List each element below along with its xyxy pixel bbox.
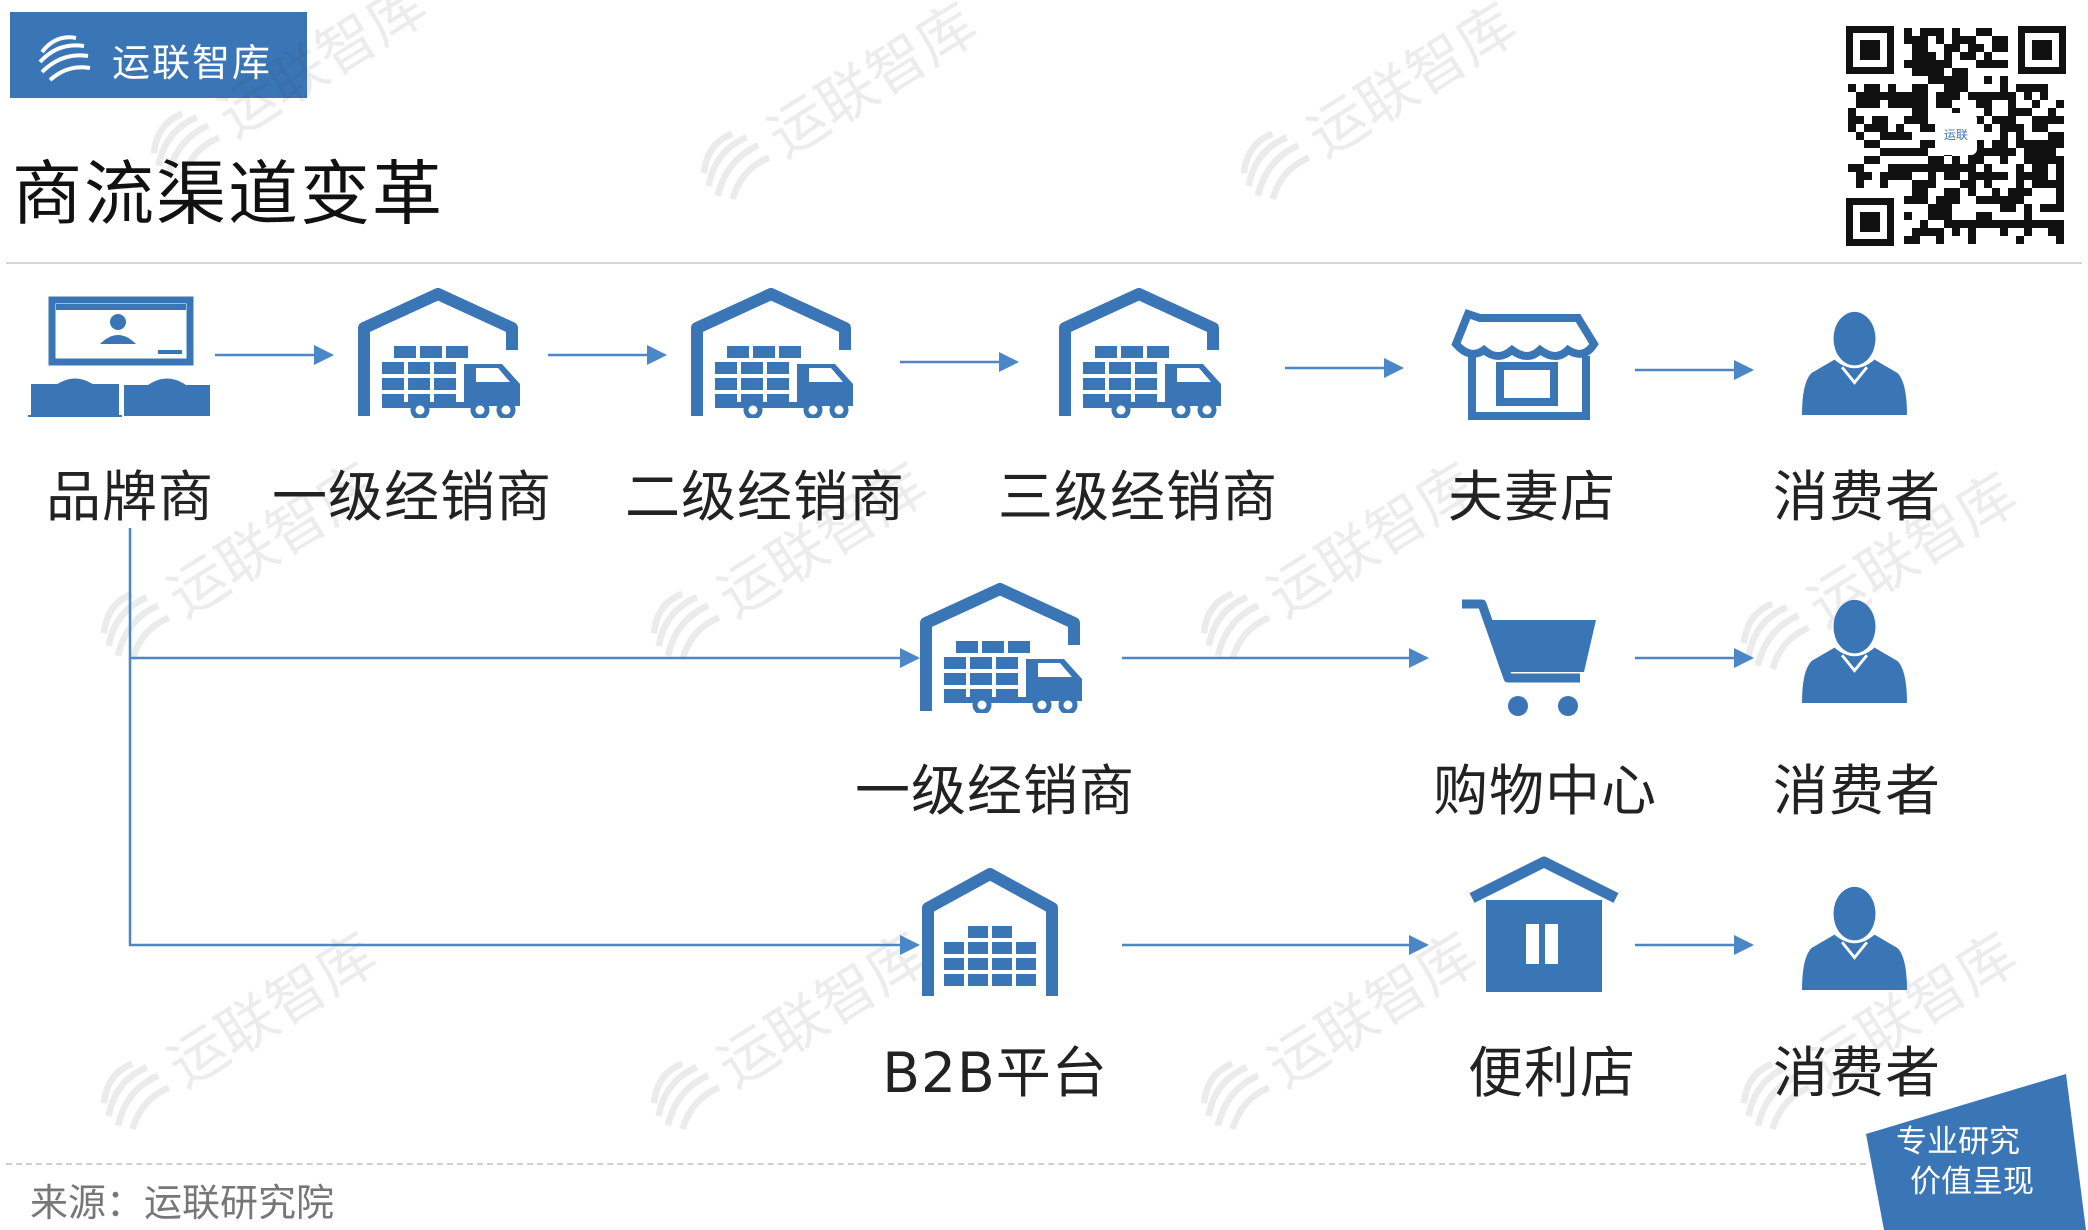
node-label-distributor-2: 二级经销商 [624,465,906,529]
node-label-consumer: 消费者 [1772,465,1942,529]
brand-owner-icon [28,296,210,417]
title-divider [6,262,2082,264]
node-label-b2b-platform: B2B平台 [882,1041,1108,1105]
person-icon [1802,310,1907,415]
swirl-globe-icon [38,35,91,82]
source-note: 来源：运联研究院 [30,1181,335,1225]
brand-name: 运联智库 [112,41,273,85]
warehouse-icon [928,874,1052,996]
node-label-shopping-mall: 购物中心 [1432,759,1658,823]
warehouse-truck-icon [1065,294,1221,417]
convenience-store-icon [1469,856,1619,992]
node-label-brand: 品牌商 [45,465,215,529]
branch-arrow-row2 [128,528,920,668]
node-label-convenience-store: 便利店 [1467,1041,1637,1105]
node-label-consumer: 消费者 [1772,759,1942,823]
corner-badge [1866,1074,2086,1230]
qr-center-logo: 运联 [1935,113,1977,155]
page-title: 商流渠道变革 [12,153,444,235]
node-label-consumer: 消费者 [1772,1041,1942,1105]
shopping-cart-icon [1462,599,1596,716]
node-label-mom-pop-store: 夫妻店 [1447,465,1617,529]
node-label-distributor-1: 一级经销商 [854,759,1136,823]
storefront-icon [1451,309,1599,420]
badge-line-2: 价值呈现 [1910,1164,2034,1200]
node-label-distributor-1: 一级经销商 [271,465,553,529]
warehouse-truck-icon [926,589,1082,712]
badge-line-1: 专业研究 [1896,1124,2020,1160]
person-icon [1802,885,1907,990]
source-divider [6,1163,1866,1165]
warehouse-truck-icon [697,294,853,417]
brand-logo: 运联智库 [10,12,307,98]
node-label-distributor-3: 三级经销商 [997,465,1279,529]
branch-arrow-row3 [128,658,920,955]
warehouse-truck-icon [364,294,520,417]
person-icon [1802,598,1907,703]
